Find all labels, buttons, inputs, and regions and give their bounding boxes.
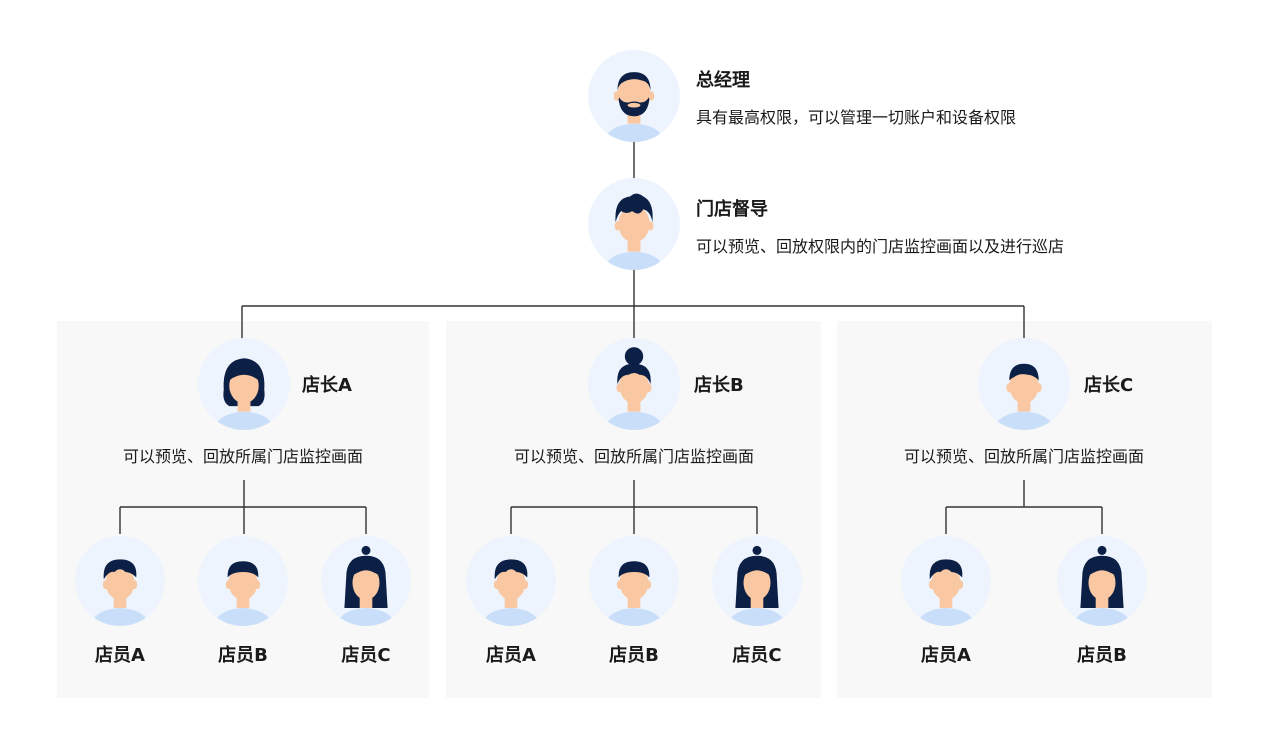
manager-a-avatar (198, 338, 290, 430)
store-a-staff-c-avatar (321, 536, 411, 626)
store-a-staff-a-label: 店员A (95, 645, 145, 666)
manager-b-avatar (588, 338, 680, 430)
store-a-staff-b-label: 店员B (218, 645, 268, 666)
store-c-staff-a-avatar (901, 536, 991, 626)
store-b-staff-c-label: 店员C (732, 645, 782, 666)
store-c-staff-a-label: 店员A (921, 645, 971, 666)
store-b-staff-b-avatar (589, 536, 679, 626)
store-a-staff-a-avatar (75, 536, 165, 626)
manager-c-avatar (978, 338, 1070, 430)
general-manager-avatar (588, 50, 680, 142)
general-manager-title: 总经理 (696, 70, 750, 91)
store-b-staff-a-label: 店员A (486, 645, 536, 666)
store-c-staff-b-label: 店员B (1077, 645, 1127, 666)
supervisor-title: 门店督导 (696, 199, 768, 220)
manager-c-title: 店长C (1084, 375, 1134, 396)
store-b-staff-a-avatar (466, 536, 556, 626)
manager-b-description: 可以预览、回放所属门店监控画面 (513, 447, 754, 466)
supervisor-description: 可以预览、回放权限内的门店监控画面以及进行巡店 (696, 237, 1065, 256)
store-b-staff-b-label: 店员B (609, 645, 659, 666)
manager-c-description: 可以预览、回放所属门店监控画面 (903, 447, 1144, 466)
manager-a-description: 可以预览、回放所属门店监控画面 (122, 447, 363, 466)
manager-a-title: 店长A (302, 375, 352, 396)
store-c-staff-b-avatar (1057, 536, 1147, 626)
store-a-staff-c-label: 店员C (341, 645, 391, 666)
supervisor-avatar (588, 178, 680, 270)
general-manager-description: 具有最高权限，可以管理一切账户和设备权限 (696, 108, 1017, 127)
store-a-staff-b-avatar (198, 536, 288, 626)
manager-b-title: 店长B (694, 375, 744, 396)
store-b-staff-c-avatar (712, 536, 802, 626)
